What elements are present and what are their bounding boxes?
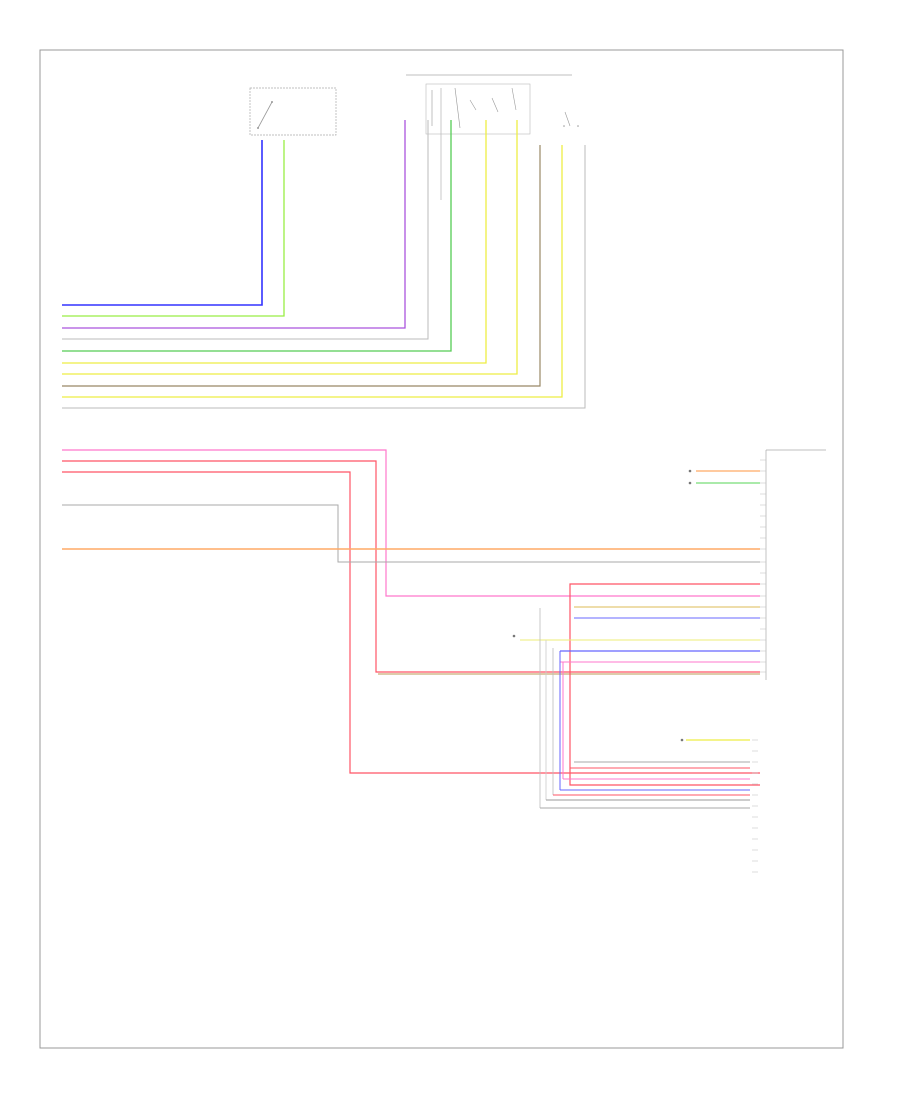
wire-upper-5 (62, 120, 452, 352)
wire-upper-2 (62, 140, 285, 317)
wire-upper-4 (62, 120, 429, 340)
wire-mid-red-1 (62, 460, 760, 673)
upper-harness (62, 88, 586, 409)
wire-upper-8 (62, 145, 541, 387)
middle-harness (62, 449, 760, 774)
wire-mid-gray (62, 504, 760, 563)
wire-upper-10 (62, 145, 586, 409)
top-switch (249, 87, 337, 136)
top-module (406, 74, 579, 135)
wire-mid-red-2 (62, 471, 760, 774)
wire-upper-9 (62, 145, 563, 398)
lower-bundle (512, 583, 760, 808)
wire-upper-3 (62, 120, 406, 329)
diagram-frame (39, 49, 844, 1049)
right-module-pins (760, 459, 766, 673)
wire-upper-6 (62, 120, 487, 364)
right-module (688, 449, 826, 680)
wire-low-red-loop (569, 583, 760, 786)
trailer-socket (540, 738, 758, 873)
wire-upper-1 (62, 140, 263, 306)
wire-upper-7 (62, 120, 518, 375)
wire-mid-pink (62, 449, 760, 597)
